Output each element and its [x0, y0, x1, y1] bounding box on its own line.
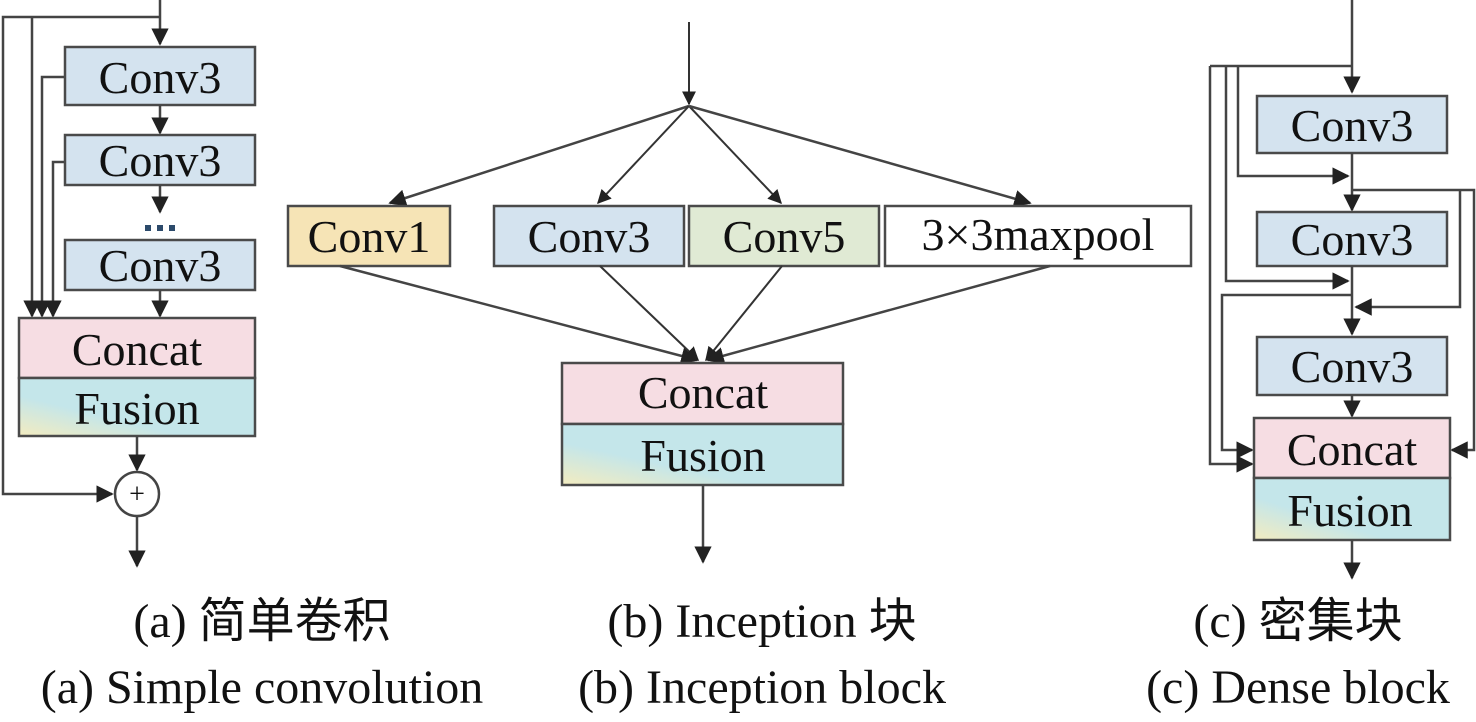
maxpool-block: [883, 204, 1193, 268]
panel-simple-convolution: Conv3 Conv3 Conv3 Concat Fusion + (a) 简单…: [1, 0, 484, 714]
conv3-1-to-conv3-3-wire: [1354, 190, 1462, 316]
conv3-label: Conv3: [528, 211, 651, 262]
conv1-label: Conv1: [308, 211, 431, 262]
concat-block: [1252, 416, 1452, 480]
add-symbol: +: [129, 479, 145, 510]
branch-arrow-conv5: [688, 105, 782, 205]
conv3-block-3: [63, 238, 257, 292]
fusion-label: Fusion: [74, 383, 199, 434]
maxpool-label: 3×3maxpool: [922, 209, 1155, 260]
conv3-block-2-label: Conv3: [1291, 214, 1414, 265]
caption-a-en: (a) Simple convolution: [41, 661, 484, 714]
fusion-block: [560, 422, 845, 487]
conv3-2-to-concat-wire: [1220, 293, 1352, 459]
conv3-block-1-label: Conv3: [1291, 100, 1414, 151]
caption-c-en: (c) Dense block: [1146, 661, 1450, 714]
conv3-block-2-label: Conv3: [99, 135, 222, 186]
input-to-concat-wire: [1208, 66, 1254, 473]
concat-block: [560, 361, 845, 426]
input-to-conv3-3-wire: [1224, 66, 1350, 290]
caption-b-en: (b) Inception block: [578, 661, 946, 714]
merge-arrow-conv3: [599, 265, 700, 361]
branch-arrow-maxpool: [688, 104, 1032, 208]
residual-skip-wire: [1, 15, 160, 503]
caption-a-zh: (a) 简单卷积: [133, 595, 390, 648]
conv5-label: Conv5: [723, 211, 846, 262]
fusion-block: [17, 376, 257, 438]
conv5-block: [687, 204, 881, 268]
input-to-conv3-2-wire: [1236, 66, 1350, 185]
panel-inception-block: Conv1 Conv3 Conv5 3×3maxpool Concat Fusi…: [286, 22, 1193, 714]
branch-arrow-conv1: [388, 104, 690, 207]
merge-arrow-conv5: [705, 265, 783, 362]
fusion-label: Fusion: [1287, 485, 1412, 536]
conv3-1-to-concat-wire: [33, 75, 65, 318]
conv3-block-1: [63, 45, 257, 107]
conv3-block: [492, 204, 686, 268]
merge-arrow-maxpool: [706, 264, 1051, 365]
conv3-block-3-label: Conv3: [99, 240, 222, 291]
concat-label: Concat: [72, 324, 203, 375]
conv3-block-1-label: Conv3: [99, 52, 222, 103]
caption-b-zh: (b) Inception 块: [607, 595, 916, 648]
ellipsis-dots: [145, 225, 175, 231]
conv3-1-to-concat-wire: [1352, 188, 1476, 459]
concat-label: Concat: [638, 367, 769, 418]
conv3-block-1: [1255, 94, 1449, 155]
branch-arrow-conv3: [597, 105, 690, 205]
conv1-block: [286, 204, 452, 268]
conv3-block-3-label: Conv3: [1291, 341, 1414, 392]
concat-label: Concat: [1287, 424, 1418, 475]
panel-dense-block: Conv3 Conv3 Conv3 Concat Fusion (c) 密集块 …: [1146, 0, 1476, 714]
merge-arrow-conv1: [339, 264, 699, 365]
caption-c-zh: (c) 密集块: [1193, 595, 1402, 648]
fusion-label: Fusion: [640, 430, 765, 481]
conv3-2-to-concat-wire: [44, 160, 65, 318]
conv3-block-3: [1255, 335, 1449, 397]
fusion-block: [1252, 476, 1452, 542]
